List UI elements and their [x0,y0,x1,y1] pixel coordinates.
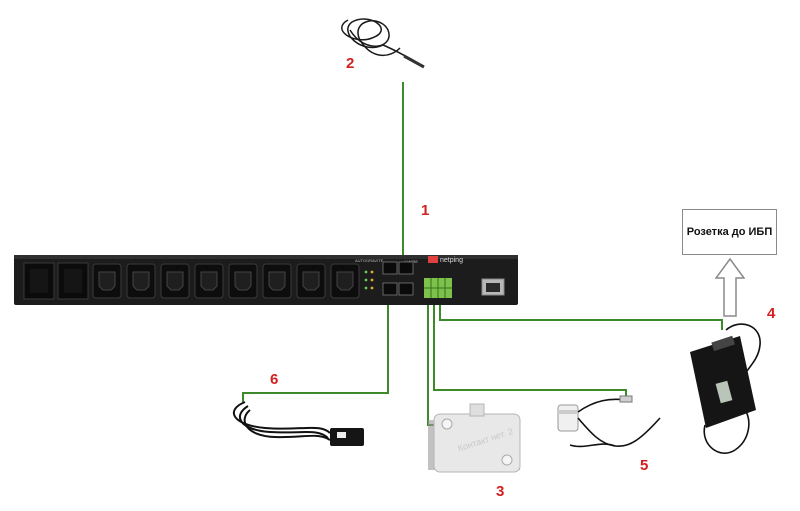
status-leds [364,270,374,290]
wire-sensor-5 [433,302,627,397]
callout-2: 2 [346,55,355,72]
device-top-label: AUTOGRAVITE [355,258,384,263]
pdu-device: AUTOGRAVITE 1-WIRE netping [14,255,518,305]
c13-outlet-face [268,271,286,291]
c13-outlet-face [234,271,252,291]
rj-ports [382,261,414,296]
ups-outlet-box: Розетка до ИБП [682,209,777,255]
c13-outlet-face [302,271,320,291]
sensor-4-detector [690,323,761,454]
callout-3: 3 [496,483,505,500]
c13-outlets [92,263,360,299]
ups-outlet-label: Розетка до ИБП [686,226,773,238]
c13-outlet-face [166,271,184,291]
callout-1: 1 [421,202,430,219]
c20-inlets [23,262,89,300]
terminal-block [424,278,452,298]
c13-outlet-face [200,271,218,291]
up-arrow-icon [715,258,745,317]
contact-sensor: Контакт нет. 2 [428,403,521,473]
callout-5: 5 [640,457,649,474]
c13-outlet-face [98,271,116,291]
c13-outlet-face [336,271,354,291]
brand-label: netping [440,257,463,264]
temperature-sensor-coil [341,18,425,69]
wire-cable-6 [242,302,389,402]
sensor-5 [557,395,661,448]
wire-sensor-4 [439,302,723,330]
callout-6: 6 [270,371,279,388]
cable-6 [232,401,364,446]
c13-outlet-face [132,271,150,291]
wiring [242,82,723,426]
callout-4: 4 [767,305,776,322]
